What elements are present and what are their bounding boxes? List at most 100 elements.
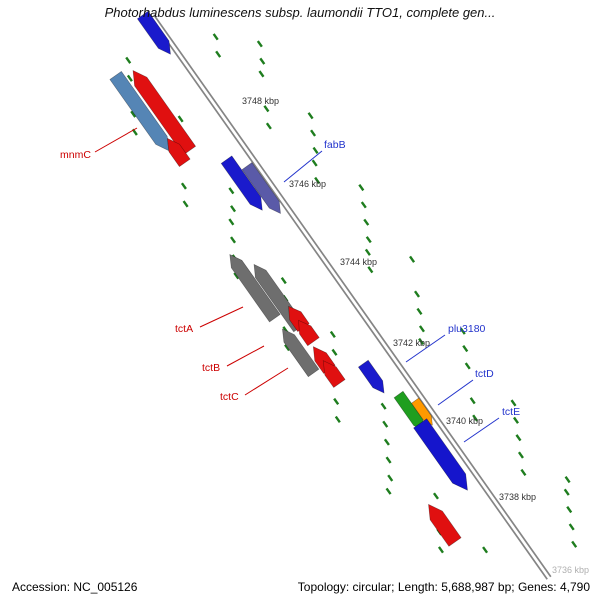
gene-density-tick: [437, 546, 444, 554]
gene-density-tick: [233, 272, 240, 280]
gene-density-tick: [259, 57, 266, 65]
mnmC-adjacent-blue-arrow[interactable]: [109, 70, 170, 152]
gene-density-tick: [409, 255, 416, 263]
genome-info-text: Topology: circular; Length: 5,688,987 bp…: [297, 580, 590, 594]
fabB-adjacent-gene-arrow[interactable]: [241, 162, 281, 215]
gene-label-fabB[interactable]: fabB: [324, 139, 346, 151]
map-title: Photorhabdus luminescens subsp. laumondi…: [104, 5, 496, 20]
gene-density-tick: [365, 236, 372, 244]
gene-density-tick: [358, 183, 365, 192]
gene-density-tick: [331, 348, 338, 356]
backbone-line: [153, 14, 552, 578]
status-bar: Accession: NC_005126 Topology: circular;…: [12, 580, 590, 594]
callout-line-fabB: [283, 150, 323, 183]
gene-density-tick: [482, 546, 489, 554]
gene-density-tick: [517, 451, 524, 459]
gene-density-tick: [212, 33, 219, 41]
tctC-gene-arrow[interactable]: [322, 360, 346, 388]
position-label: 3742 kbp: [393, 338, 430, 348]
gene-density-tick: [333, 397, 340, 406]
gene-density-tick: [418, 337, 425, 346]
tctA-region-gray-arrow-1[interactable]: [229, 253, 281, 323]
gene-density-tick: [312, 146, 319, 154]
gene-density-tick: [265, 122, 272, 130]
gene-density-tick: [418, 325, 425, 333]
gene-density-tick: [414, 290, 421, 298]
gene-density-tick: [314, 176, 321, 185]
gene-density-tick: [564, 475, 571, 484]
gene-density-tick: [311, 159, 318, 167]
gene-density-tick: [510, 399, 517, 407]
gene-density-tick: [385, 456, 392, 464]
gene-label-tctE[interactable]: tctE: [502, 406, 520, 418]
gene-density-tick: [416, 307, 423, 316]
gene-label-plu3180[interactable]: plu3180: [448, 323, 486, 335]
gene-density-tick: [256, 40, 263, 48]
position-label: 3736 kbp: [552, 565, 589, 575]
gene-density-tick: [130, 110, 137, 118]
gene-label-tctC[interactable]: tctC: [220, 391, 239, 403]
gene-density-tick: [360, 201, 367, 209]
position-label: 3744 kbp: [340, 257, 377, 267]
gene-density-tick: [230, 236, 237, 244]
gene-density-tick: [459, 327, 466, 335]
tctB-region-gray-arrow[interactable]: [282, 328, 320, 378]
position-label: 3740 kbp: [446, 416, 483, 426]
gene-density-tick: [520, 468, 527, 477]
fabB-gene-arrow[interactable]: [220, 155, 263, 211]
gene-density-tick: [472, 414, 479, 422]
gene-density-tick: [182, 200, 189, 208]
position-label: 3748 kbp: [242, 96, 279, 106]
gene-density-tick: [512, 416, 519, 424]
callout-line-plu3180: [405, 334, 446, 363]
gene-density-tick: [469, 397, 476, 405]
gene-label-tctB[interactable]: tctB: [202, 362, 220, 374]
tctA-gene-arrow-2[interactable]: [298, 319, 320, 347]
gene-density-tick: [568, 523, 575, 531]
callout-line-tctC: [244, 367, 289, 396]
gene-density-tick: [125, 56, 132, 64]
gene-density-tick: [380, 402, 387, 410]
position-label: 3746 kbp: [289, 179, 326, 189]
plu3180-gene-arrow[interactable]: [357, 359, 385, 394]
gene-label-tctD[interactable]: tctD: [475, 368, 494, 380]
callout-line-tctA: [199, 306, 244, 328]
gene-density-tick: [383, 438, 390, 446]
gene-density-tick: [263, 105, 270, 113]
callout-line-tctB: [226, 345, 265, 367]
gene-density-tick: [464, 362, 471, 370]
gene-density-tick: [230, 205, 237, 213]
top-gene-arrow[interactable]: [136, 10, 171, 55]
gene-density-tick: [258, 70, 265, 78]
gene-density-tick: [307, 112, 314, 120]
gene-density-tick: [177, 115, 184, 123]
gene-density-tick: [284, 344, 291, 352]
backbone-line: [149, 16, 548, 580]
bottom-red-gene-arrow[interactable]: [428, 503, 462, 547]
gene-density-tick: [310, 129, 317, 137]
accession-text: Accession: NC_005126: [12, 580, 138, 594]
gene-density-tick: [228, 187, 235, 195]
gene-density-tick: [228, 218, 235, 226]
gene-density-tick: [280, 276, 287, 285]
gene-density-tick: [432, 492, 439, 500]
gene-density-tick: [364, 248, 371, 256]
gene-density-tick: [329, 330, 336, 338]
mnmC-region-small-red-arrow[interactable]: [167, 137, 191, 168]
gene-density-tick: [563, 488, 570, 496]
position-label: 3738 kbp: [499, 492, 536, 502]
gene-density-tick: [215, 50, 222, 58]
gene-density-tick: [462, 344, 469, 353]
callout-line-mnmC: [94, 127, 138, 153]
gene-density-tick: [367, 266, 374, 274]
gene-label-mnmC[interactable]: mnmC: [60, 149, 91, 161]
gene-label-tctA[interactable]: tctA: [175, 323, 193, 335]
tctE-gene-arrow[interactable]: [413, 418, 468, 491]
gene-density-tick: [515, 434, 522, 442]
gene-density-tick: [387, 474, 394, 482]
gene-density-tick: [571, 540, 578, 548]
gene-density-tick: [566, 506, 573, 514]
callout-line-tctE: [463, 417, 500, 443]
